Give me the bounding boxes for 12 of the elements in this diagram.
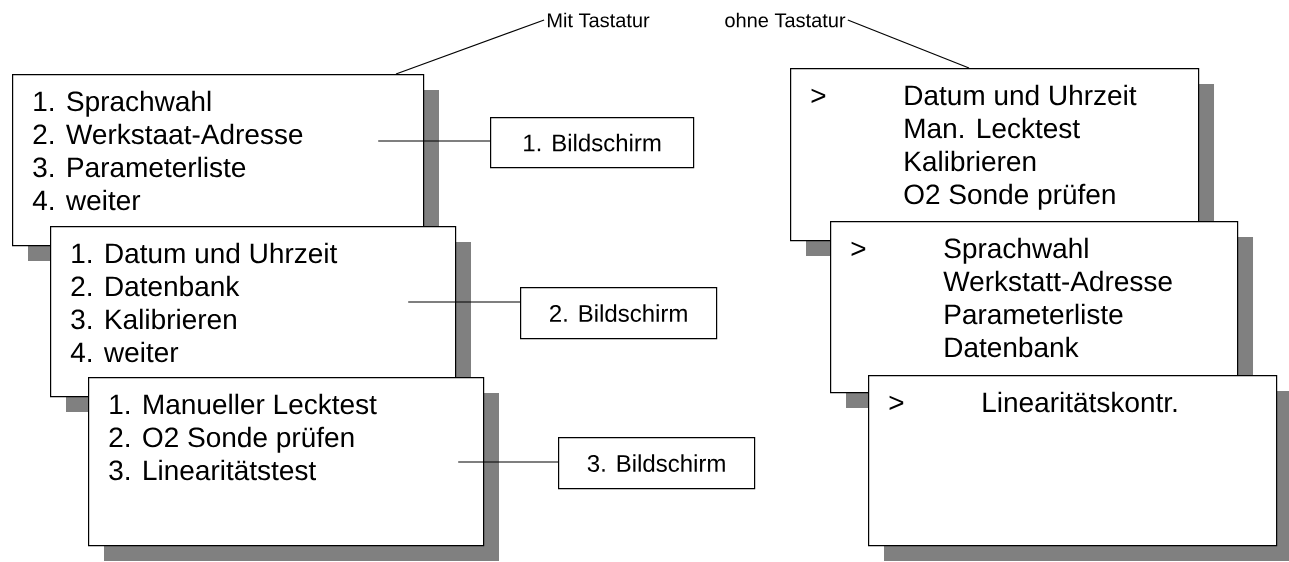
label-box: 2. Bildschirm <box>520 287 718 340</box>
label-box: 1. Bildschirm <box>490 117 695 169</box>
screen-box: > Linearitätskontr. <box>868 375 1289 561</box>
caption-text: ohne Tastatur <box>725 12 846 28</box>
leader-line <box>457 461 559 463</box>
label-box: 3. Bildschirm <box>558 437 756 490</box>
leader-line <box>395 19 545 75</box>
leader-line <box>377 140 491 142</box>
leader-line <box>847 19 970 69</box>
leader-line <box>407 301 521 303</box>
screen-box: 1. Manueller Lecktest 2. O2 Sonde prüfen 3. Linearitätstest <box>88 377 499 561</box>
caption-text: Mit Tastatur <box>548 12 650 28</box>
